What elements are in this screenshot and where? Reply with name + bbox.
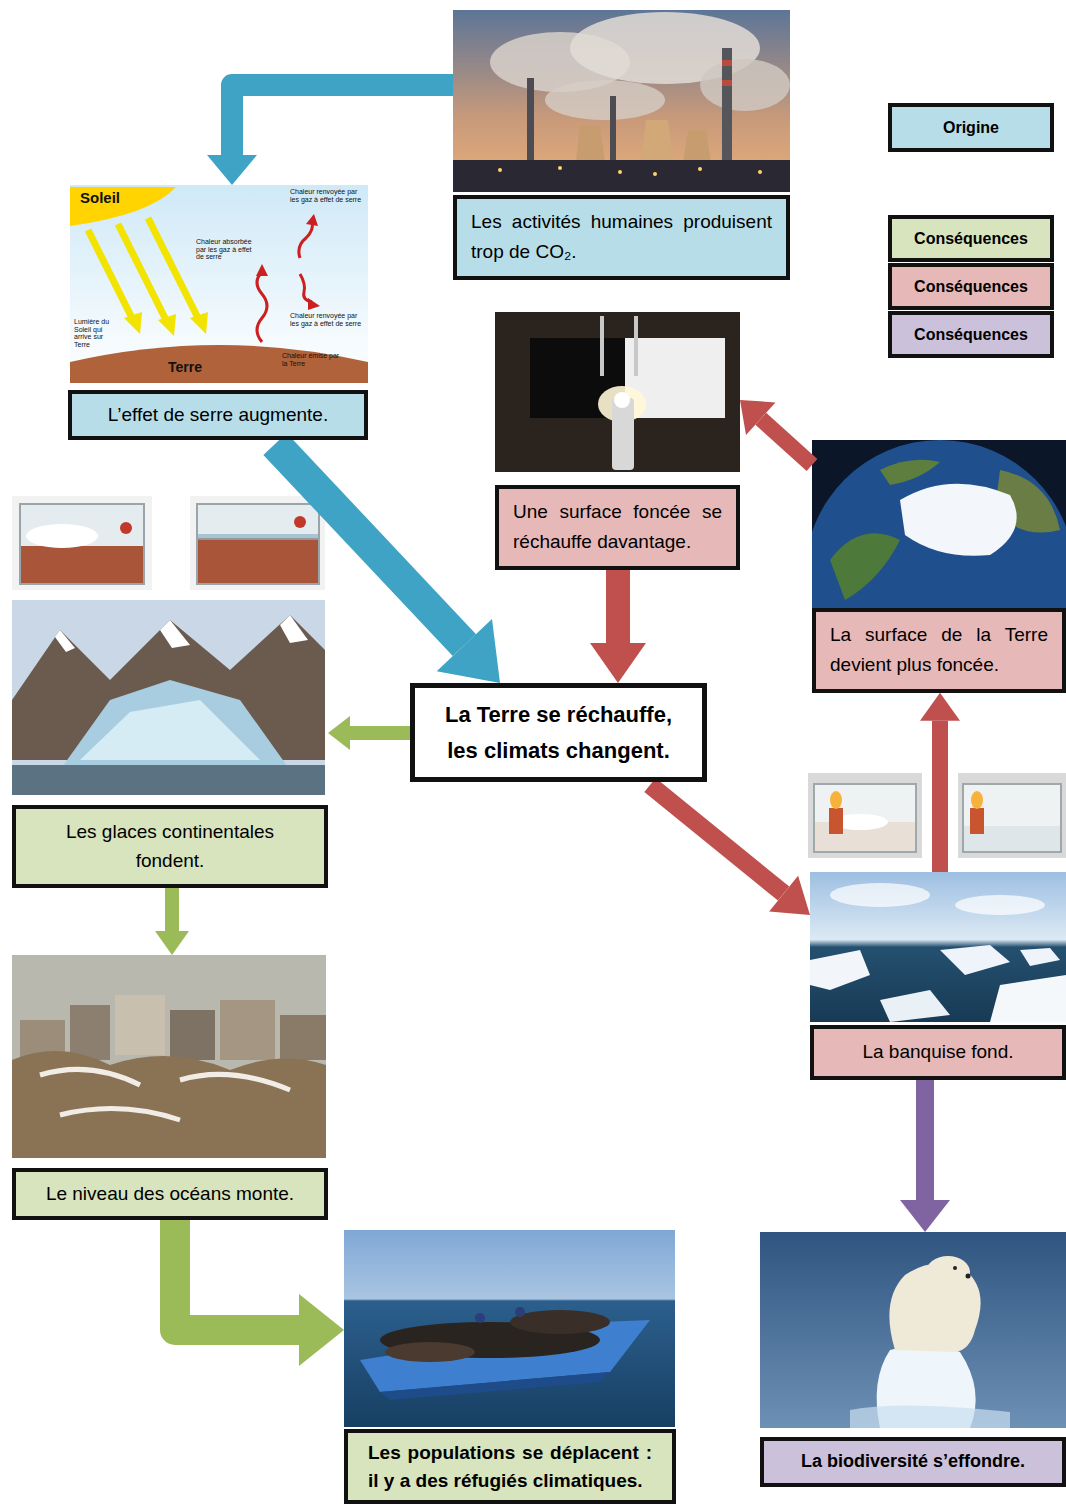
arrow-shaft <box>916 1080 934 1200</box>
arrow-head <box>207 155 257 185</box>
node-text: La Terre se réchauffe, les climats chang… <box>431 697 686 767</box>
picture-area <box>12 600 328 805</box>
greenhouse-diagram <box>70 185 368 383</box>
node-text: La surface de la Terre devient plus fonc… <box>830 620 1048 681</box>
diagram-label: Chaleur renvoyée par les gaz à effet de … <box>290 312 362 327</box>
node-card: Les glaces continentales fondent. <box>12 600 328 888</box>
arrow-shaft <box>606 570 630 643</box>
picture-area <box>68 185 368 390</box>
text-box: La banquise fond. <box>810 1025 1066 1080</box>
arrow-shaft <box>932 721 948 872</box>
arrow-shaft <box>350 726 410 740</box>
flow-arrow <box>175 1220 344 1366</box>
flow-arrow <box>740 400 812 465</box>
arrow-head <box>769 876 810 915</box>
node-card: Une surface foncée se réchauffe davantag… <box>495 312 740 570</box>
node-card: La biodiversité s’effondre. <box>760 1232 1066 1487</box>
arrow-head <box>437 619 500 683</box>
boat-photo <box>344 1230 675 1427</box>
text-box: Les activités humaines produisent trop d… <box>453 195 790 280</box>
picture-area <box>453 10 790 195</box>
node-text: Les populations se déplacent : il y a de… <box>368 1439 652 1494</box>
diagram-label: Lumière du Soleil qui arrive sur Terre <box>74 318 116 349</box>
flow-arrow <box>920 693 960 872</box>
arrow-head <box>299 1294 344 1366</box>
text-box: Une surface foncée se réchauffe davantag… <box>495 485 740 570</box>
legend-text: Conséquences <box>892 322 1050 348</box>
legend-swatch: Conséquences <box>888 263 1054 310</box>
sea-ice-photo <box>810 872 1066 1022</box>
text-box: L’effet de serre augmente. <box>68 390 368 440</box>
node-text: Les activités humaines produisent trop d… <box>471 207 772 268</box>
legend-text: Conséquences <box>892 226 1050 252</box>
arrow-head <box>328 716 350 750</box>
flow-arrow <box>275 444 500 683</box>
arrow-shaft <box>232 85 453 155</box>
arrow-head <box>920 693 960 721</box>
node-text: Une surface foncée se réchauffe davantag… <box>513 497 722 558</box>
glacier-photo <box>12 600 325 795</box>
legend-swatch: Origine <box>888 103 1054 152</box>
picture-area <box>760 1232 1066 1437</box>
flow-arrow <box>900 1080 950 1232</box>
text-box: Les populations se déplacent : il y a de… <box>344 1429 676 1504</box>
factory-photo <box>453 10 790 192</box>
flow-arrow <box>590 570 646 683</box>
earth-photo <box>812 440 1066 608</box>
arrow-head <box>155 931 189 955</box>
arrow-shaft <box>650 785 784 894</box>
arrow-head <box>590 643 646 683</box>
ice-experiment-photo <box>12 496 325 590</box>
arrow-head <box>740 400 776 435</box>
legend-swatch: Conséquences <box>888 311 1054 358</box>
diagram-label: Soleil <box>80 190 160 207</box>
node-text: La biodiversité s’effondre. <box>774 1449 1052 1474</box>
text-box: La surface de la Terre devient plus fonc… <box>812 608 1066 693</box>
diagram-label: Chaleur émise par la Terre <box>282 352 346 367</box>
node-text: Le niveau des océans monte. <box>28 1181 312 1208</box>
text-box: Les glaces continentales fondent. <box>12 805 328 888</box>
diagram-label: Chaleur absorbée par les gaz à effet de … <box>196 238 254 261</box>
text-box: La biodiversité s’effondre. <box>760 1437 1066 1487</box>
node-card: La banquise fond. <box>810 872 1066 1080</box>
node-text: L’effet de serre augmente. <box>84 402 352 429</box>
picture-area <box>810 872 1066 1025</box>
node-card: Les populations se déplacent : il y a de… <box>344 1230 676 1504</box>
flow-arrow <box>155 888 189 955</box>
arrow-shaft <box>165 888 179 931</box>
diagram-label: Chaleur renvoyée par les gaz à effet de … <box>290 188 362 203</box>
arrow-shaft <box>761 419 812 465</box>
legend-swatch: Conséquences <box>888 215 1054 262</box>
flow-arrow <box>207 85 453 185</box>
picture-area <box>812 440 1066 608</box>
arrow-shaft <box>275 444 464 645</box>
legend-text: Conséquences <box>892 274 1050 300</box>
arrow-shaft <box>175 1220 299 1330</box>
picture-area <box>12 955 328 1168</box>
diagram-label: Terre <box>168 360 218 375</box>
node-card: Les activités humaines produisent trop d… <box>453 10 790 280</box>
flow-arrow <box>650 785 810 915</box>
lamp-experiment-photo <box>495 312 740 472</box>
picture-area <box>344 1230 676 1429</box>
node-text: La banquise fond. <box>826 1039 1050 1066</box>
polar-bear-photo <box>760 1232 1066 1428</box>
flow-arrow <box>328 716 410 750</box>
picture-area <box>495 312 740 485</box>
flood-photo <box>12 955 326 1158</box>
node-card: Le niveau des océans monte. <box>12 955 328 1220</box>
text-box: La Terre se réchauffe, les climats chang… <box>410 683 707 782</box>
legend-text: Origine <box>892 115 1050 141</box>
arrow-head <box>900 1200 950 1232</box>
node-card: La surface de la Terre devient plus fonc… <box>812 440 1066 693</box>
text-box: Le niveau des océans monte. <box>12 1168 328 1220</box>
node-card: La Terre se réchauffe, les climats chang… <box>410 683 707 782</box>
node-text: Les glaces continentales fondent. <box>36 817 304 876</box>
